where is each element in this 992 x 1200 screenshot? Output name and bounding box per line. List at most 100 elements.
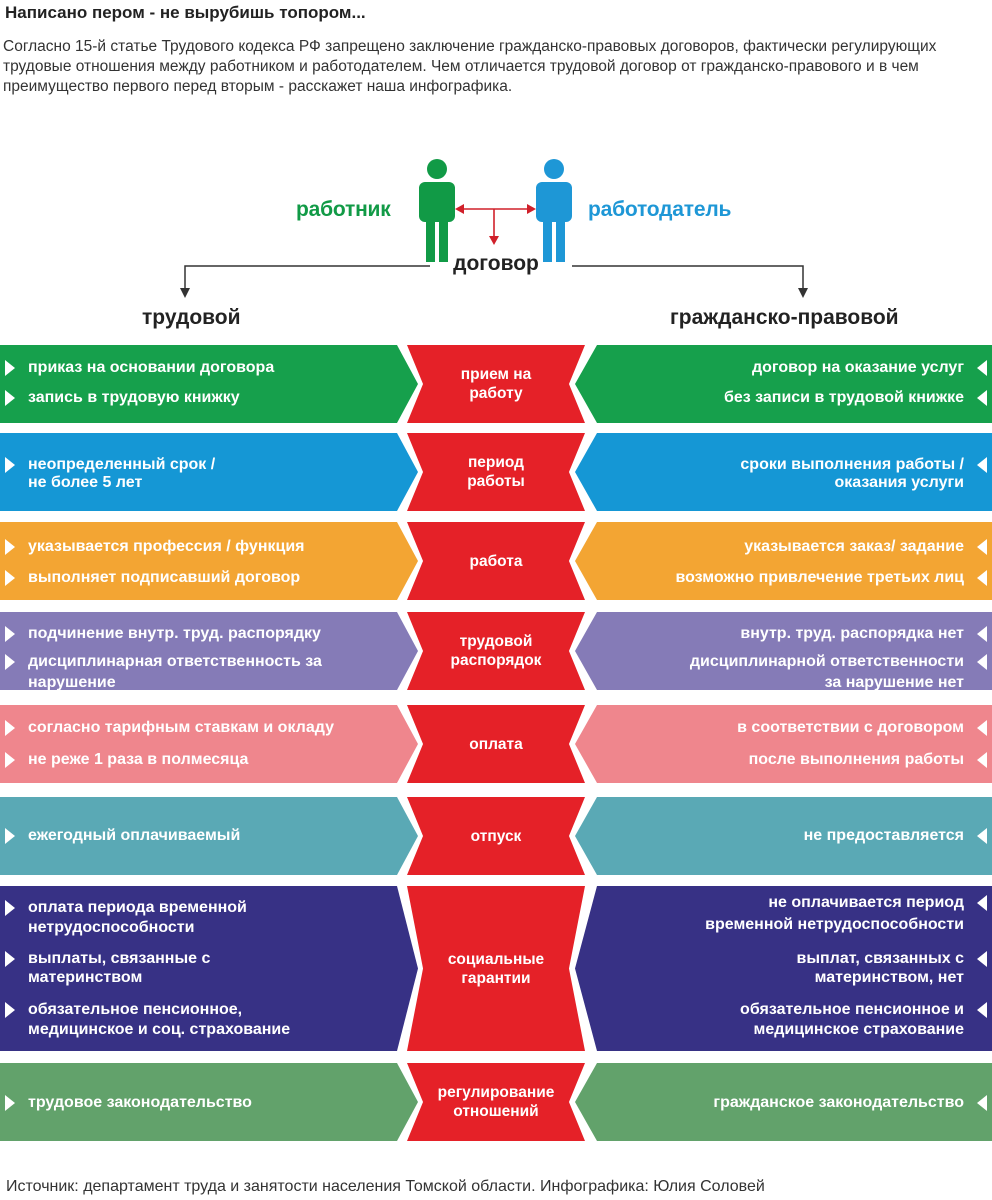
civil-item-text: дисциплинарной ответственности bbox=[689, 653, 964, 670]
category-label: регулирование отношений bbox=[407, 1063, 585, 1141]
bullet-arrow-icon bbox=[5, 654, 15, 670]
civil-item-text: после выполнения работы bbox=[748, 751, 964, 768]
comparison-row: отпуск ежегодный оплачиваемый не предостав… bbox=[0, 797, 992, 875]
labor-item-text: оплата периода временной bbox=[28, 899, 247, 916]
category-line: гарантии bbox=[461, 969, 531, 987]
category-line: распорядок bbox=[450, 652, 542, 669]
civil-item-text: возможно привлечение третьих лиц bbox=[675, 569, 964, 586]
civil-contract-panel bbox=[575, 1063, 992, 1141]
civil-item-text: оказания услуги bbox=[834, 474, 964, 491]
civil-item-text: в соответствии с договором bbox=[737, 719, 964, 736]
civil-item-text: не предоставляется bbox=[803, 827, 964, 844]
labor-item-text: не более 5 лет bbox=[28, 474, 143, 491]
category-line: отпуск bbox=[470, 827, 522, 845]
civil-item-text: без записи в трудовой книжке bbox=[723, 389, 964, 406]
labor-item-text: дисциплинарная ответственность за bbox=[28, 653, 322, 670]
civil-contract-panel bbox=[575, 612, 992, 690]
worker-person-icon bbox=[419, 159, 455, 262]
category-line: период bbox=[467, 454, 525, 471]
bullet-arrow-icon bbox=[5, 1002, 15, 1018]
civil-item-text: указывается заказ/ задание bbox=[744, 538, 964, 555]
labor-item-text: выполняет подписавший договор bbox=[28, 569, 301, 586]
labor-item-text: указывается профессия / функция bbox=[28, 538, 305, 555]
category-text: отпуск bbox=[471, 827, 522, 846]
civil-item-text: внутр. труд. распорядка нет bbox=[740, 625, 964, 642]
labor-contract-panel bbox=[0, 797, 418, 875]
category-line: работу bbox=[469, 385, 523, 402]
labor-item-text: неопределенный срок / bbox=[28, 456, 216, 473]
labor-item-text: подчинение внутр. труд. распорядку bbox=[28, 625, 321, 642]
category-label: оплата bbox=[407, 705, 585, 783]
civil-item-text: медицинское страхование bbox=[753, 1021, 964, 1038]
labor-contract-panel bbox=[0, 1063, 418, 1141]
category-label: прием на работу bbox=[407, 345, 585, 423]
civil-item-text: сроки выполнения работы / bbox=[740, 456, 964, 473]
category-label: работа bbox=[407, 522, 585, 600]
labor-item-text: трудовое законодательство bbox=[28, 1094, 252, 1111]
category-line: оплата bbox=[469, 735, 523, 753]
left-branch-arrow bbox=[180, 288, 190, 298]
category-line: социальные bbox=[447, 950, 545, 968]
comparison-row: регулирование отношений трудовое законодат… bbox=[0, 1063, 992, 1141]
worker-label: работник bbox=[296, 198, 391, 221]
left-branch-line bbox=[184, 265, 430, 290]
bullet-arrow-icon bbox=[5, 457, 15, 473]
category-line: регулирование bbox=[437, 1084, 555, 1101]
right-branch-arrow bbox=[798, 288, 808, 298]
civil-contract-panel bbox=[575, 433, 992, 511]
bullet-arrow-icon bbox=[977, 951, 987, 967]
labor-contract-panel bbox=[0, 612, 418, 690]
employer-label: работодатель bbox=[588, 198, 732, 221]
bullet-arrow-icon bbox=[5, 570, 15, 586]
civil-item-text: гражданское законодательство bbox=[713, 1094, 964, 1111]
civil-item-text: договор на оказание услуг bbox=[751, 359, 964, 376]
labor-item-text: материнством bbox=[28, 969, 143, 986]
diagram-connectors bbox=[180, 204, 808, 298]
labor-contract-panel bbox=[0, 705, 418, 783]
bullet-arrow-icon bbox=[977, 570, 987, 586]
category-line: отношений bbox=[453, 1103, 539, 1120]
intro-paragraph: Согласно 15-й статье Трудового кодекса Р… bbox=[3, 38, 937, 95]
bullet-arrow-icon bbox=[5, 951, 15, 967]
relation-arrow-left bbox=[455, 204, 464, 214]
labor-item-text: обязательное пенсионное, bbox=[28, 1001, 243, 1018]
category-line: прием на bbox=[460, 366, 532, 383]
bullet-arrow-icon bbox=[977, 1095, 987, 1111]
category-text: регулирование отношений bbox=[438, 1083, 555, 1121]
bullet-arrow-icon bbox=[977, 752, 987, 768]
civil-item-text: материнством, нет bbox=[814, 969, 964, 986]
bullet-arrow-icon bbox=[5, 900, 15, 916]
labor-item-text: не реже 1 раза в полмесяца bbox=[28, 751, 249, 768]
labor-item-text: нарушение bbox=[28, 674, 116, 691]
bullet-arrow-icon bbox=[977, 1002, 987, 1018]
civil-item-text: за нарушение нет bbox=[824, 674, 964, 691]
bullet-arrow-icon bbox=[5, 720, 15, 736]
bullet-arrow-icon bbox=[977, 895, 987, 911]
civil-contract-panel bbox=[575, 797, 992, 875]
category-line: трудовой bbox=[459, 633, 533, 650]
labor-contract-panel bbox=[0, 345, 418, 423]
civil-contract-panel bbox=[575, 522, 992, 600]
bullet-arrow-icon bbox=[977, 360, 987, 376]
bullet-arrow-icon bbox=[5, 626, 15, 642]
relation-arrow-right bbox=[527, 204, 536, 214]
category-text: оплата bbox=[469, 735, 523, 754]
category-text: работа bbox=[470, 552, 523, 571]
labor-item-text: ежегодный оплачиваемый bbox=[28, 827, 241, 844]
bullet-arrow-icon bbox=[977, 539, 987, 555]
employer-person-icon bbox=[536, 159, 572, 262]
labor-item-text: нетрудоспособности bbox=[28, 919, 195, 936]
category-label: отпуск bbox=[407, 797, 585, 875]
labor-contract-panel bbox=[0, 522, 418, 600]
comparison-row: трудовой распорядок подчинение внутр. труд… bbox=[0, 612, 992, 691]
category-label: трудовой распорядок bbox=[407, 612, 585, 690]
labor-item-text: медицинское и соц. страхование bbox=[28, 1021, 291, 1038]
labor-item-text: выплаты, связанные с bbox=[28, 950, 211, 967]
civil-item-text: временной нетрудоспособности bbox=[705, 916, 964, 933]
civil-contract-panel bbox=[575, 345, 992, 423]
